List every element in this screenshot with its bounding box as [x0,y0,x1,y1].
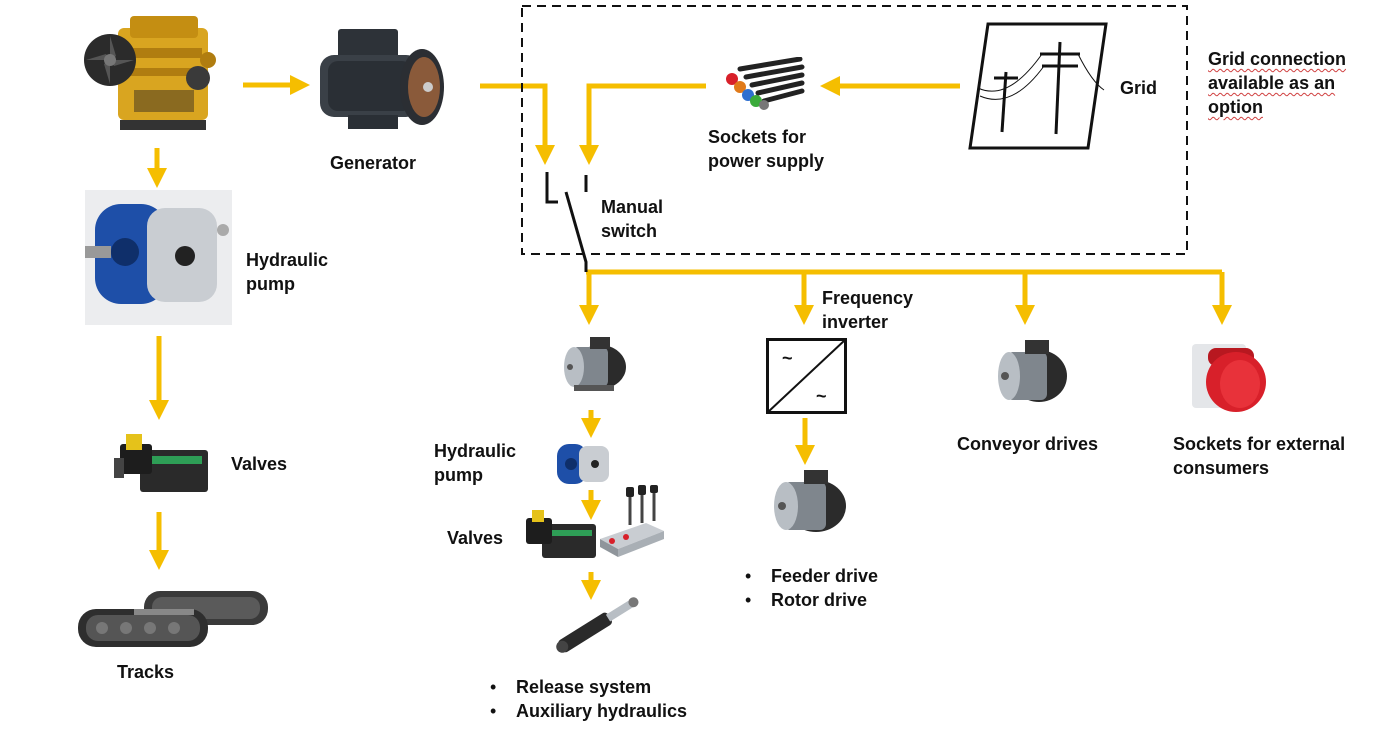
manual-switch-label-line1: Manual [601,197,664,217]
frequency-inverter-icon: ~ ~ [766,338,847,414]
rotor-drive-item: • Rotor drive [745,588,867,612]
aux-hydraulics-text: Auxiliary hydraulics [516,701,688,721]
power-plug-icon [726,57,805,110]
external-sockets-label-line1: Sockets for external [1173,434,1346,454]
crawler-tracks-icon [78,591,268,647]
frequency-inverter-label-line1: Frequency [822,288,914,308]
svg-text:~: ~ [782,348,793,368]
sockets-to-switch-arrow [579,83,706,165]
rotor-drive-text: Rotor drive [771,590,868,610]
grid-option-note-line1: Grid connection [1208,49,1347,69]
hydraulic-pump-label: Hydraulic pump [246,248,328,296]
power-sockets-label: Sockets for power supply [708,125,824,173]
hydraulic-pump-label-line1: Hydraulic [246,250,329,270]
manual-switch-label-line2: switch [601,221,658,241]
hydraulic-cylinder-icon [556,597,639,653]
bullet-marker: • [745,590,752,610]
release-system-item: • Release system [490,675,651,699]
manual-switch-label: Manual switch [601,195,663,243]
hydraulic-pump-icon [85,190,232,325]
grid-option-note-line3: option [1208,97,1263,117]
bullet-marker: • [490,701,497,721]
svg-text:~: ~ [816,386,827,406]
hydraulic-pump-icon [557,444,609,484]
grid-option-box [521,5,1188,255]
valves-label: Valves [231,454,288,474]
power-pole-icon [968,22,1108,150]
electric-motor-icon [564,337,626,391]
industrial-socket-icon [1192,344,1266,412]
feeder-drive-text: Feeder drive [771,566,879,586]
frequency-inverter-label-line2: inverter [822,312,889,332]
frequency-inverter-label: Frequency inverter [822,286,913,334]
generator-to-switch-arrow [480,83,555,165]
grid-label: Grid [1120,78,1158,98]
feeder-drive-item: • Feeder drive [745,564,878,588]
release-system-text: Release system [516,677,652,697]
conveyor-drives-label: Conveyor drives [957,434,1099,454]
hydraulic-pump-label-line2: pump [246,274,295,294]
generator-icon [320,29,444,129]
grid-option-note-line2: available as an [1208,73,1336,93]
hydraulic-pump-mid-label-line2: pump [434,465,483,485]
hydraulic-pump-mid-label: Hydraulic pump [434,439,516,487]
external-sockets-label: Sockets for external consumers [1173,432,1345,480]
external-sockets-label-line2: consumers [1173,458,1270,478]
power-sockets-label-line1: Sockets for [708,127,807,147]
power-sockets-label-line2: power supply [708,151,825,171]
solenoid-valve-icon [114,434,208,492]
bullet-marker: • [745,566,752,586]
control-valve-block-icon [600,485,664,557]
switch-symbol-icon [545,172,588,272]
generator-label: Generator [330,153,417,173]
solenoid-valve-icon [526,510,596,558]
grid-option-note: Grid connection available as an option [1208,47,1346,119]
bullet-marker: • [490,677,497,697]
aux-hydraulics-item: • Auxiliary hydraulics [490,699,687,723]
valves-mid-label: Valves [447,528,504,548]
electric-motor-icon [998,340,1067,402]
diesel-engine-icon [84,16,216,130]
electric-motor-icon [774,470,846,532]
tracks-label: Tracks [117,662,175,682]
hydraulic-pump-mid-label-line1: Hydraulic [434,441,517,461]
